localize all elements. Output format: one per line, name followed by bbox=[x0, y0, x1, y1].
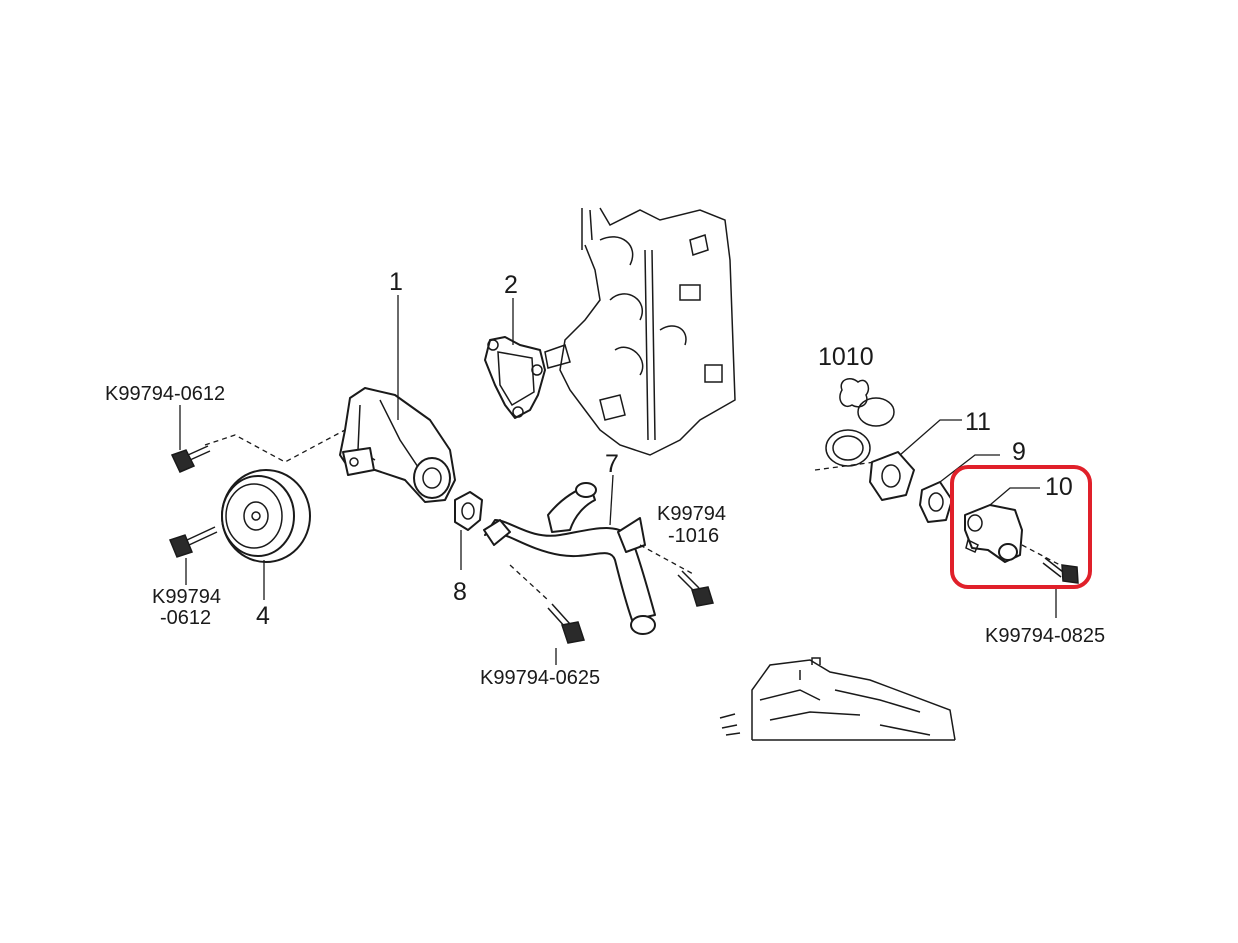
gasket-part-11 bbox=[869, 451, 915, 501]
bolt-k99794-0825 bbox=[1042, 557, 1079, 584]
label-part-11: 11 bbox=[965, 408, 991, 436]
gasket-part-2 bbox=[484, 336, 546, 419]
label-bolt-left-lower-line1: K99794 bbox=[152, 586, 221, 608]
label-part-4: 4 bbox=[256, 602, 270, 630]
bolt-k99794-0612-lower bbox=[169, 526, 218, 558]
label-bolt-top-left: K99794-0612 bbox=[105, 383, 225, 405]
thermostat-part-9 bbox=[919, 481, 953, 523]
label-part-2: 2 bbox=[504, 271, 518, 299]
bolt-k99794-1016 bbox=[677, 570, 714, 607]
label-part-9: 9 bbox=[1012, 438, 1026, 466]
water-pump-housing-part-1 bbox=[339, 387, 456, 503]
label-bolt-right: K99794-0825 bbox=[985, 625, 1105, 647]
small-gasket-part-8 bbox=[454, 491, 483, 531]
pulley-part-4 bbox=[221, 469, 311, 563]
thermostat-housing-part-10 bbox=[964, 504, 1023, 563]
label-bolt-pipe-line1: K99794 bbox=[657, 503, 726, 525]
label-bolt-center-bottom: K99794-0625 bbox=[480, 667, 600, 689]
bolt-k99794-0625 bbox=[547, 603, 585, 644]
bolt-k99794-0612-upper bbox=[170, 445, 211, 473]
highlight-box bbox=[950, 465, 1092, 589]
label-part-8: 8 bbox=[453, 578, 467, 606]
label-part-1010: 1010 bbox=[818, 343, 874, 371]
o-ring-part-1010 bbox=[825, 378, 895, 467]
engine-block-drawing bbox=[544, 207, 736, 456]
cylinder-head-drawing bbox=[719, 657, 956, 741]
label-part-1: 1 bbox=[389, 268, 403, 296]
label-part-10: 10 bbox=[1045, 473, 1073, 501]
label-part-7: 7 bbox=[605, 450, 619, 478]
water-pipe-part-7 bbox=[483, 482, 656, 635]
label-bolt-pipe-line2: -1016 bbox=[668, 525, 719, 547]
label-bolt-left-lower-line2: -0612 bbox=[160, 607, 211, 629]
